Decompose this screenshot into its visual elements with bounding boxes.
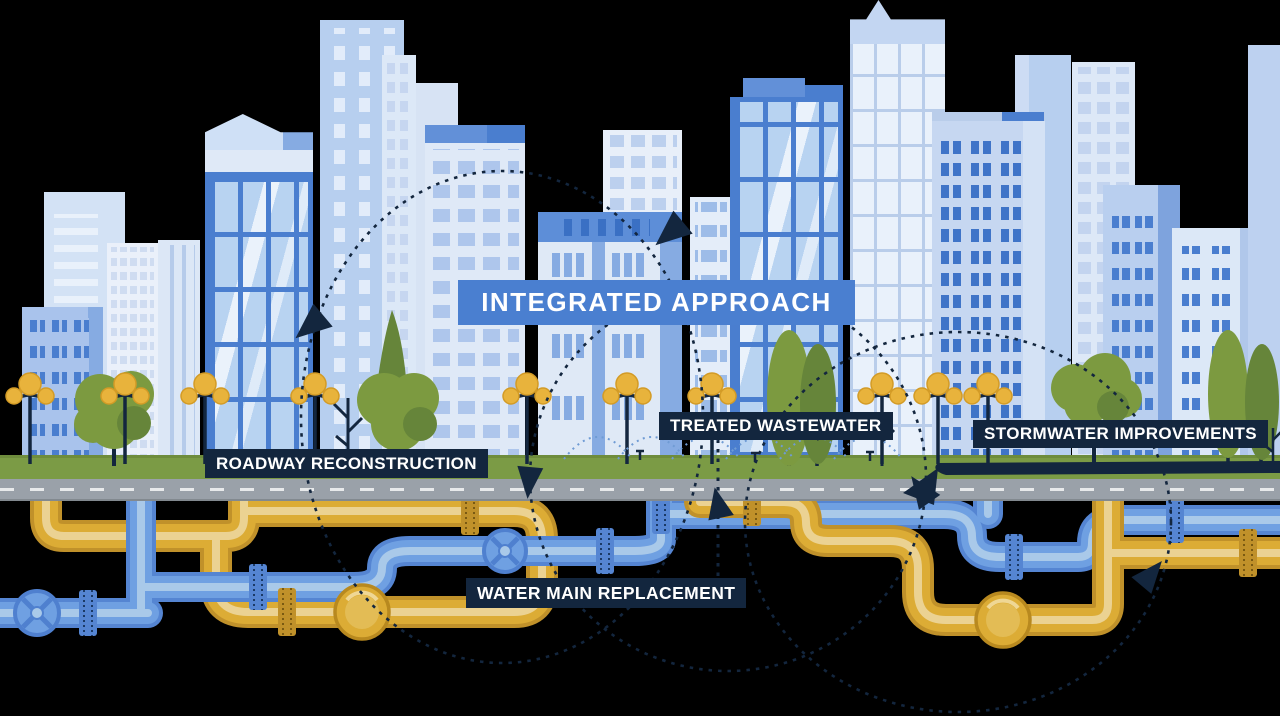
wheel-valve [482, 528, 528, 574]
building-mid-cap [425, 125, 525, 143]
glass-tower-left [205, 172, 313, 462]
building-back-tower-2 [382, 55, 416, 462]
round-valve [333, 583, 391, 641]
building-mid-grid [107, 243, 158, 462]
building-columns-edge [1023, 121, 1045, 462]
window-pairs [52, 318, 67, 462]
water-main-replacement-label: WATER MAIN REPLACEMENT [466, 578, 747, 608]
banner-building-slotband [538, 212, 682, 242]
building-peaked-tower [850, 44, 945, 462]
glass-tower-right-cap2 [805, 85, 843, 97]
window-trio [552, 253, 586, 277]
round-valve [974, 591, 1032, 649]
glass-tower-left-band [205, 150, 313, 174]
window-trio [552, 334, 586, 358]
building-front-left-edge [88, 307, 103, 462]
roadway-reconstruction-label: ROADWAY RECONSTRUCTION [205, 449, 488, 478]
treated-wastewater-label: TREATED WASTEWATER [659, 412, 893, 440]
window-pairs [30, 318, 45, 462]
window-column [1001, 140, 1021, 462]
building-mid-stripes [158, 240, 200, 462]
window-column [971, 140, 991, 462]
wheel-valve [13, 589, 61, 637]
stormwater-improvements-label: STORMWATER IMPROVEMENTS [973, 420, 1269, 448]
building-back-tower-6 [1248, 45, 1280, 462]
gold-pipes-right [684, 466, 1280, 636]
window-column [941, 140, 961, 462]
window-pairs [1182, 246, 1200, 462]
road [0, 479, 1280, 501]
integrated-approach-banner: INTEGRATED APPROACH [458, 280, 855, 325]
pipe-flanges [79, 478, 1257, 636]
window-pairs [74, 318, 89, 462]
window-trio [612, 334, 646, 358]
banner-building-divider [592, 242, 605, 462]
arrow-icon [1131, 560, 1162, 594]
grass-strip [0, 455, 1280, 479]
window-trio [612, 253, 646, 277]
building-peaked-roof [850, 0, 945, 46]
window-trio [552, 396, 586, 420]
glass-tower-right-cap [743, 78, 805, 97]
building-columns-cap [932, 112, 1045, 121]
window-trio [612, 396, 646, 420]
glass-tower-left-roof [205, 114, 313, 152]
